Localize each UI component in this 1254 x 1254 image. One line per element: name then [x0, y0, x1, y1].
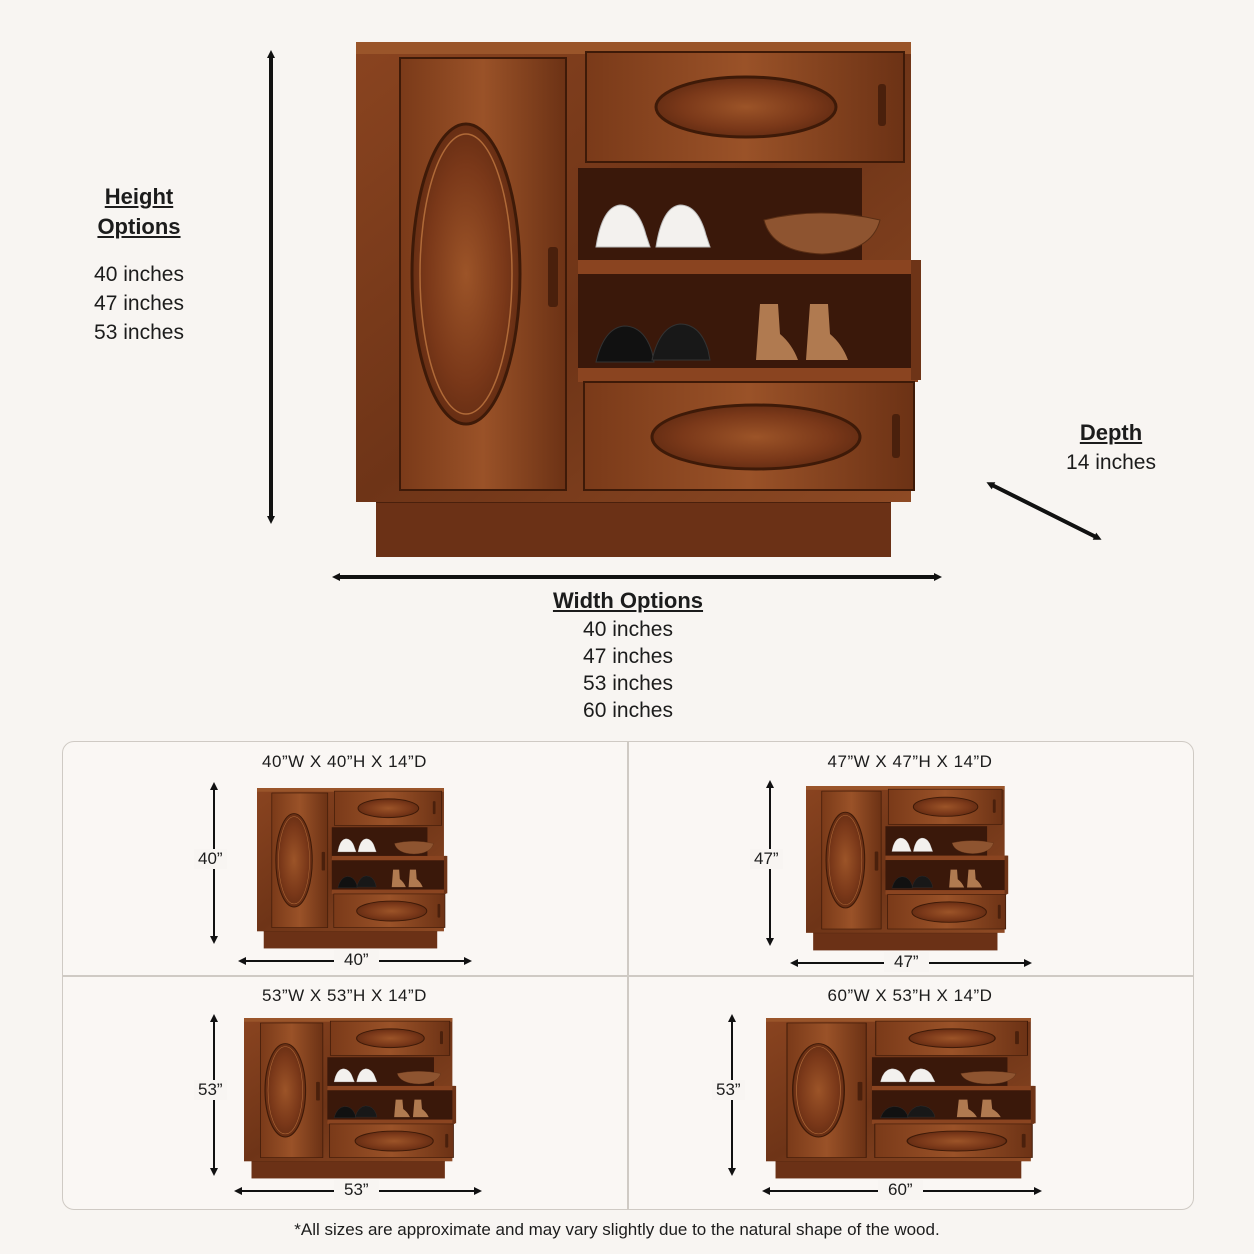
height-option: 47 inches — [94, 292, 184, 315]
variant-cabinet-image — [766, 1018, 1038, 1180]
width-option: 60 inches — [583, 699, 673, 722]
width-double-arrow-icon — [332, 573, 942, 581]
width-heading: Width Options — [552, 588, 704, 613]
width-option: 53 inches — [583, 672, 673, 695]
height-section: Height Options 40 inches 47 inches 53 in… — [60, 182, 218, 347]
variant-width-label: 47” — [884, 952, 929, 972]
main-cabinet-image — [356, 42, 926, 562]
width-option: 47 inches — [583, 645, 673, 668]
variant-height-label: 47” — [750, 849, 783, 869]
width-option: 40 inches — [583, 618, 673, 641]
variant-title: 53”W X 53”H X 14”D — [262, 986, 427, 1005]
depth-value: 14 inches — [1066, 451, 1156, 474]
depth-double-arrow-icon — [986, 482, 1102, 540]
variant-height-label: 53” — [194, 1080, 227, 1100]
variant-title: 47”W X 47”H X 14”D — [827, 752, 993, 771]
variant-cabinet-image — [806, 786, 1010, 952]
variant-cabinet-image — [244, 1018, 458, 1180]
variant-title: 40”W X 40”H X 14”D — [262, 752, 427, 771]
height-heading-line2: Options — [97, 214, 181, 239]
height-heading-line1: Height — [104, 184, 174, 209]
variant-title: 60”W X 53”H X 14”D — [827, 986, 993, 1005]
height-double-arrow-icon — [267, 50, 275, 524]
grid-horizontal-divider — [63, 975, 1193, 977]
height-option: 40 inches — [94, 263, 184, 286]
variant-height-label: 40” — [194, 849, 227, 869]
height-option: 53 inches — [94, 321, 184, 344]
variant-cabinet-image — [257, 788, 449, 950]
variant-width-label: 53” — [334, 1180, 379, 1200]
width-section: Width Options 40 inches 47 inches 53 inc… — [478, 586, 778, 724]
footnote: *All sizes are approximate and may vary … — [294, 1220, 940, 1239]
variant-width-label: 40” — [334, 950, 379, 970]
variant-height-label: 53” — [712, 1080, 745, 1100]
depth-heading: Depth — [1079, 420, 1143, 445]
depth-section: Depth 14 inches — [1040, 418, 1182, 477]
variant-width-label: 60” — [878, 1180, 923, 1200]
